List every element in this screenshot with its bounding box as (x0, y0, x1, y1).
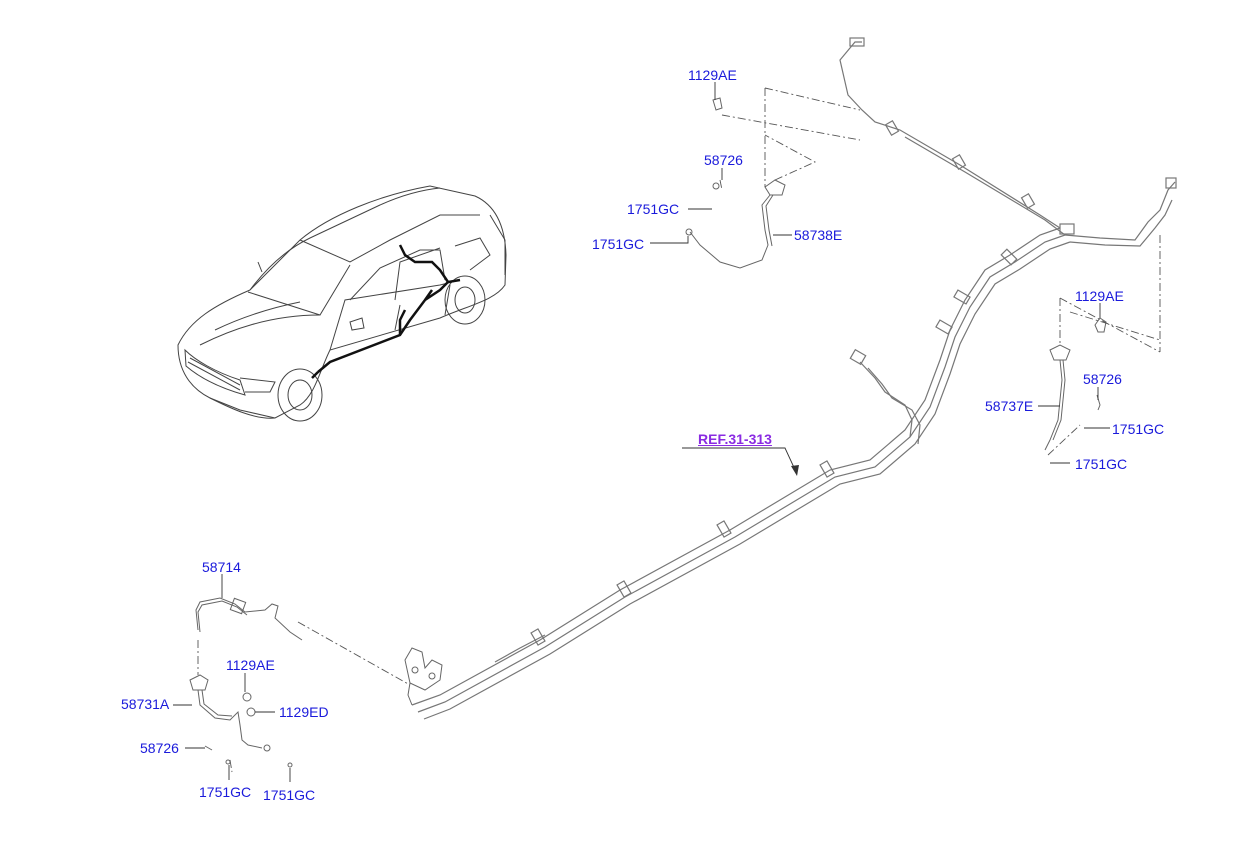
label-1129ae-top[interactable]: 1129AE (688, 67, 737, 83)
ref-link[interactable]: REF.31-313 (698, 431, 772, 447)
label-1751gc-front-b[interactable]: 1751GC (263, 787, 316, 803)
front-dash-lines (197, 621, 411, 773)
ref-arrow-head (791, 465, 799, 476)
label-1751gc-right-b[interactable]: 1751GC (1075, 456, 1128, 472)
label-58737e[interactable]: 58737E (985, 398, 1034, 414)
front-hose-assembly (189, 597, 303, 768)
label-58731a[interactable]: 58731A (121, 696, 170, 712)
label-1129ed[interactable]: 1129ED (279, 704, 329, 720)
top-hose-assembly (685, 97, 786, 269)
label-1751gc-front-a[interactable]: 1751GC (199, 784, 252, 800)
label-58738e[interactable]: 58738E (794, 227, 843, 243)
right-dash-lines (1047, 235, 1161, 456)
label-58726-front[interactable]: 58726 (140, 740, 179, 756)
label-1129ae-right[interactable]: 1129AE (1075, 288, 1124, 304)
right-hose-assembly (1044, 317, 1107, 451)
label-58726-top[interactable]: 58726 (704, 152, 743, 168)
leader-lines (173, 82, 1110, 782)
top-dash-lines (719, 87, 861, 191)
label-58714[interactable]: 58714 (202, 559, 241, 575)
label-1751gc-top-a[interactable]: 1751GC (627, 201, 680, 217)
label-1751gc-right-a[interactable]: 1751GC (1112, 421, 1165, 437)
car-harness (311, 244, 461, 379)
car-illustration (177, 185, 507, 422)
label-58726-right[interactable]: 58726 (1083, 371, 1122, 387)
front-bracket (404, 647, 443, 706)
label-1129ae-front[interactable]: 1129AE (226, 657, 275, 673)
main-brake-lines (411, 37, 1177, 720)
label-1751gc-top-b[interactable]: 1751GC (592, 236, 645, 252)
